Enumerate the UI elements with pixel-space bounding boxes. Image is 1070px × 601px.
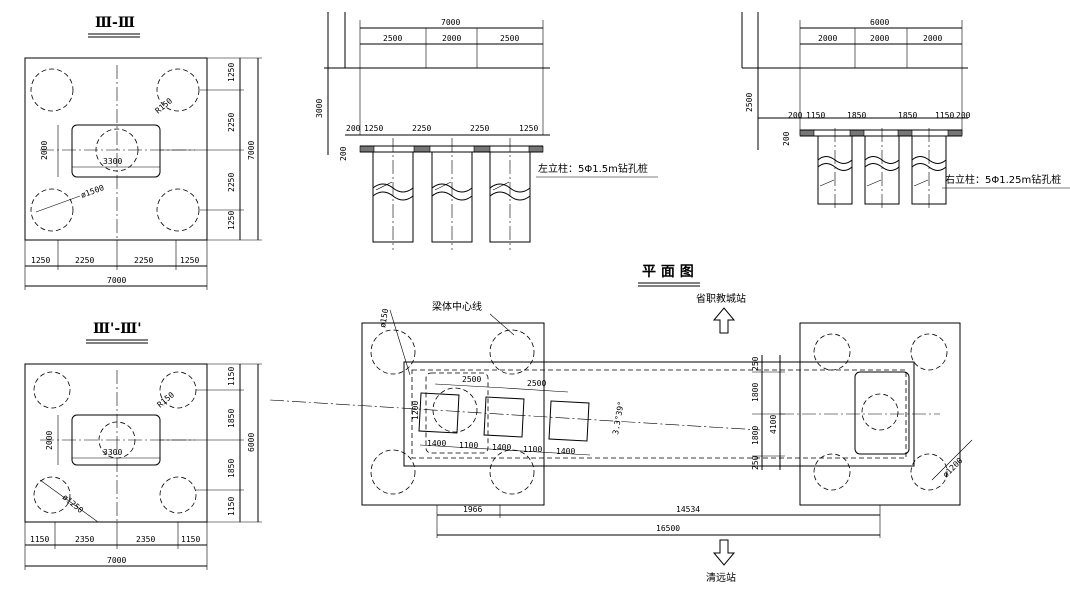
pile-circle <box>156 188 200 232</box>
pile-circle <box>159 476 197 514</box>
section-3-3: Ⅲ-Ⅲ 3300 2000 R150 ø1500 1250 2250 2250 … <box>24 15 262 290</box>
dim-3000: 3000 <box>315 99 324 118</box>
dim-3300: 3300 <box>103 448 122 457</box>
arrow-up-icon <box>712 307 736 334</box>
dim-250: 250 <box>751 455 760 470</box>
pile-dia-label: ø1500 <box>80 183 106 200</box>
dim-2500: 2500 <box>383 34 402 43</box>
dim-1850: 1850 <box>847 111 866 120</box>
dim-2000: 2000 <box>923 34 942 43</box>
pile-dia-label: ø150 <box>378 308 390 329</box>
dim-1150: 1150 <box>227 367 236 386</box>
dim-1150: 1150 <box>806 111 825 120</box>
dim-1250: 1250 <box>364 124 383 133</box>
dim-2500: 2500 <box>745 93 754 112</box>
pile-circle <box>30 188 74 232</box>
dim-1150: 1150 <box>30 535 49 544</box>
dim-200: 200 <box>339 146 348 161</box>
section-3p-title: Ⅲ'-Ⅲ' <box>93 321 141 337</box>
right-pile-note: 右立柱：5Φ1.25m钻孔桩 <box>945 173 1061 186</box>
south-station-label: 清远站 <box>706 571 736 584</box>
dim-2250: 2250 <box>134 256 153 265</box>
dim-1250: 1250 <box>180 256 199 265</box>
dim-2250: 2250 <box>75 256 94 265</box>
column-base <box>71 124 161 178</box>
dim-6000: 6000 <box>247 433 256 452</box>
pile-circle <box>30 68 74 112</box>
pile-dia-label: ø1250 <box>61 493 85 515</box>
radius-label: R150 <box>154 96 175 115</box>
dim-1400: 1400 <box>556 447 575 456</box>
dim-7000: 7000 <box>107 276 126 285</box>
dim-1850: 1850 <box>898 111 917 120</box>
dim-1800: 1800 <box>751 383 760 402</box>
plan-title: 平 面 图 <box>642 264 694 280</box>
dim-16500: 16500 <box>656 524 680 533</box>
dim-1400: 1400 <box>492 443 511 452</box>
dim-200: 200 <box>788 111 803 120</box>
dim-2000: 2000 <box>818 34 837 43</box>
dim-14534: 14534 <box>676 505 700 514</box>
pile-circle <box>156 68 200 112</box>
dim-1150: 1150 <box>227 497 236 516</box>
pile-cap-outline <box>24 57 208 241</box>
dim-200: 200 <box>956 111 971 120</box>
dim-7000: 7000 <box>107 556 126 565</box>
pile-circle <box>33 476 71 514</box>
section-3-title: Ⅲ-Ⅲ <box>95 15 135 31</box>
arrow-down-icon <box>712 539 736 566</box>
dim-2000: 2000 <box>442 34 461 43</box>
dim-1250: 1250 <box>519 124 538 133</box>
dim-2000: 2000 <box>40 141 49 160</box>
dim-7000: 7000 <box>441 18 460 27</box>
dim-1850: 1850 <box>227 409 236 428</box>
left-pile-cap <box>361 322 545 506</box>
dim-2500: 2500 <box>527 379 546 388</box>
dim-1250: 1250 <box>31 256 50 265</box>
dim-4100: 4100 <box>769 415 778 434</box>
right-pier-elevation: 6000 2000 2000 2000 2500 200 1150 1850 1… <box>741 12 1070 210</box>
dim-2500: 2500 <box>462 375 481 384</box>
plan-view: 平 面 图 省职教城站 ø150 梁体中心线 ø1200 <box>269 264 973 584</box>
dim-2250: 2250 <box>227 113 236 132</box>
dim-2250: 2250 <box>470 124 489 133</box>
dim-7000: 7000 <box>247 141 256 160</box>
left-pile-note: 左立柱：5Φ1.5m钻孔桩 <box>538 162 648 175</box>
dim-3300: 3300 <box>103 157 122 166</box>
dim-1850: 1850 <box>227 459 236 478</box>
pile-cap-outline <box>24 363 208 523</box>
dim-1400: 1400 <box>427 439 446 448</box>
dim-2000: 2000 <box>45 431 54 450</box>
dim-250: 250 <box>751 356 760 371</box>
north-station-label: 省职教城站 <box>696 292 746 305</box>
dim-200: 200 <box>346 124 361 133</box>
dim-2000: 2000 <box>870 34 889 43</box>
pile-circle <box>33 371 71 409</box>
skew-angle-label: 3.3°39° <box>611 401 626 436</box>
dim-1250: 1250 <box>227 63 236 82</box>
dim-6000: 6000 <box>870 18 889 27</box>
beam-centerline-label: 梁体中心线 <box>432 300 482 313</box>
dim-2250: 2250 <box>412 124 431 133</box>
dim-1100: 1100 <box>523 445 542 454</box>
dim-1200: 1200 <box>411 401 420 420</box>
dim-200: 200 <box>782 131 791 146</box>
dim-1100: 1100 <box>459 441 478 450</box>
section-3p-3p: Ⅲ'-Ⅲ' 3300 2000 R150 ø1250 1150 1850 185… <box>24 321 262 570</box>
dim-1150: 1150 <box>181 535 200 544</box>
dim-1800: 1800 <box>751 426 760 445</box>
radius-label: R150 <box>156 390 177 409</box>
dim-2500: 2500 <box>500 34 519 43</box>
dim-1966: 1966 <box>463 505 482 514</box>
left-pier-elevation: 7000 2500 2000 2500 3000 200 1250 2250 2… <box>315 12 658 250</box>
dim-2350: 2350 <box>75 535 94 544</box>
dim-2250: 2250 <box>227 173 236 192</box>
dim-1250: 1250 <box>227 211 236 230</box>
dim-1150: 1150 <box>935 111 954 120</box>
dim-2350: 2350 <box>136 535 155 544</box>
